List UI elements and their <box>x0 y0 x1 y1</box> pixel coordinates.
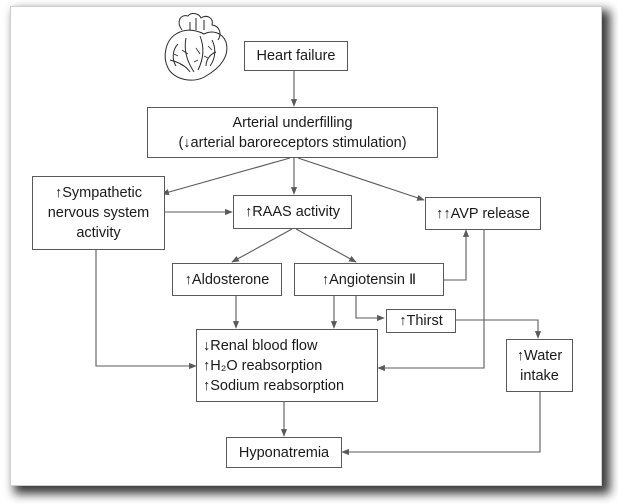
node-sympathetic: ↑Sympathetic nervous system activity <box>32 176 165 250</box>
node-arterial-underfilling-line-2: (↓arterial baroreceptors stimulation) <box>178 134 407 151</box>
node-water-intake-line-2: intake <box>520 367 559 384</box>
node-sympathetic-line-2: nervous system <box>47 205 150 221</box>
arrow-water-to-hyponatremia <box>341 392 541 456</box>
arrow-raas-to-aldosterone <box>231 228 293 263</box>
node-thirst-text: ↑Thirst <box>399 313 443 329</box>
node-avp-text: ↑↑AVP release <box>436 205 530 222</box>
node-heart-failure-text: Heart failure <box>256 48 336 64</box>
node-avp: ↑↑AVP release <box>425 197 541 230</box>
node-raas-text: ↑RAAS activity <box>244 204 341 220</box>
arrow-raas-to-angiotensin <box>295 228 357 263</box>
node-renal-line-1: ↓Renal blood flow <box>203 337 318 354</box>
node-renal: ↓Renal blood flow ↑H₂O reabsorption ↑Sod… <box>196 329 378 402</box>
node-hyponatremia: Hyponatremia <box>226 437 342 468</box>
node-water-intake: ↑Water intake <box>506 339 573 392</box>
node-angiotensin: ↑Angiotensin Ⅱ <box>294 263 444 296</box>
node-arterial-underfilling-line-1: Arterial underfilling <box>232 114 353 131</box>
node-angiotensin-text: ↑Angiotensin Ⅱ <box>321 271 417 288</box>
arrow-angiotensin-to-thirst <box>355 296 385 322</box>
arrow-underfilling-to-avp <box>297 157 425 201</box>
node-sympathetic-line-3: activity <box>76 225 121 241</box>
arrow-sympathetic-to-renal <box>95 250 197 370</box>
node-renal-line-3: ↑Sodium reabsorption <box>203 377 345 394</box>
arrow-angiotensin-to-avp <box>444 229 470 281</box>
arrow-avp-to-renal <box>377 230 485 372</box>
heart-icon <box>164 13 228 81</box>
node-aldosterone-text: ↑Aldosterone <box>184 271 270 288</box>
node-raas: ↑RAAS activity <box>233 195 352 229</box>
node-renal-line-2: ↑H₂O reabsorption <box>203 357 323 374</box>
node-water-intake-line-1: ↑Water <box>516 347 563 364</box>
node-heart-failure: Heart failure <box>244 41 348 71</box>
node-aldosterone: ↑Aldosterone <box>172 263 282 296</box>
node-sympathetic-line-1: ↑Sympathetic <box>54 185 143 201</box>
node-arterial-underfilling: Arterial underfilling (↓arterial barorec… <box>147 107 438 158</box>
arrow-thirst-to-water <box>456 319 542 339</box>
arrow-underfilling-to-sympathetic <box>161 157 291 196</box>
node-hyponatremia-text: Hyponatremia <box>238 444 330 461</box>
node-thirst: ↑Thirst <box>386 309 456 333</box>
